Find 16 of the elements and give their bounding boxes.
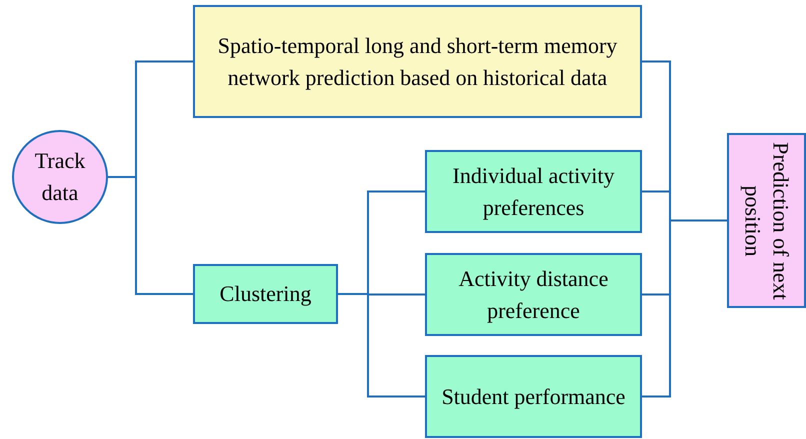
process-box bbox=[425, 253, 642, 336]
node-label: Clustering bbox=[218, 280, 312, 308]
node-label: Student performance bbox=[440, 382, 626, 411]
output-box bbox=[727, 133, 806, 308]
connector-line bbox=[108, 176, 193, 295]
node-label: Track data bbox=[34, 147, 86, 207]
node-label: Individual activity preferences bbox=[452, 162, 616, 222]
process-box bbox=[193, 5, 642, 118]
node-label: Prediction of next position bbox=[740, 140, 794, 302]
process-box bbox=[425, 150, 642, 233]
connector-line bbox=[338, 293, 425, 398]
process-box bbox=[193, 264, 338, 324]
node-label: Spatio-temporal long and short-term memory network prediction based on historical data bbox=[216, 32, 618, 92]
connector-line bbox=[642, 220, 727, 398]
process-box bbox=[425, 355, 642, 438]
node-label: Activity distance preference bbox=[458, 264, 610, 325]
